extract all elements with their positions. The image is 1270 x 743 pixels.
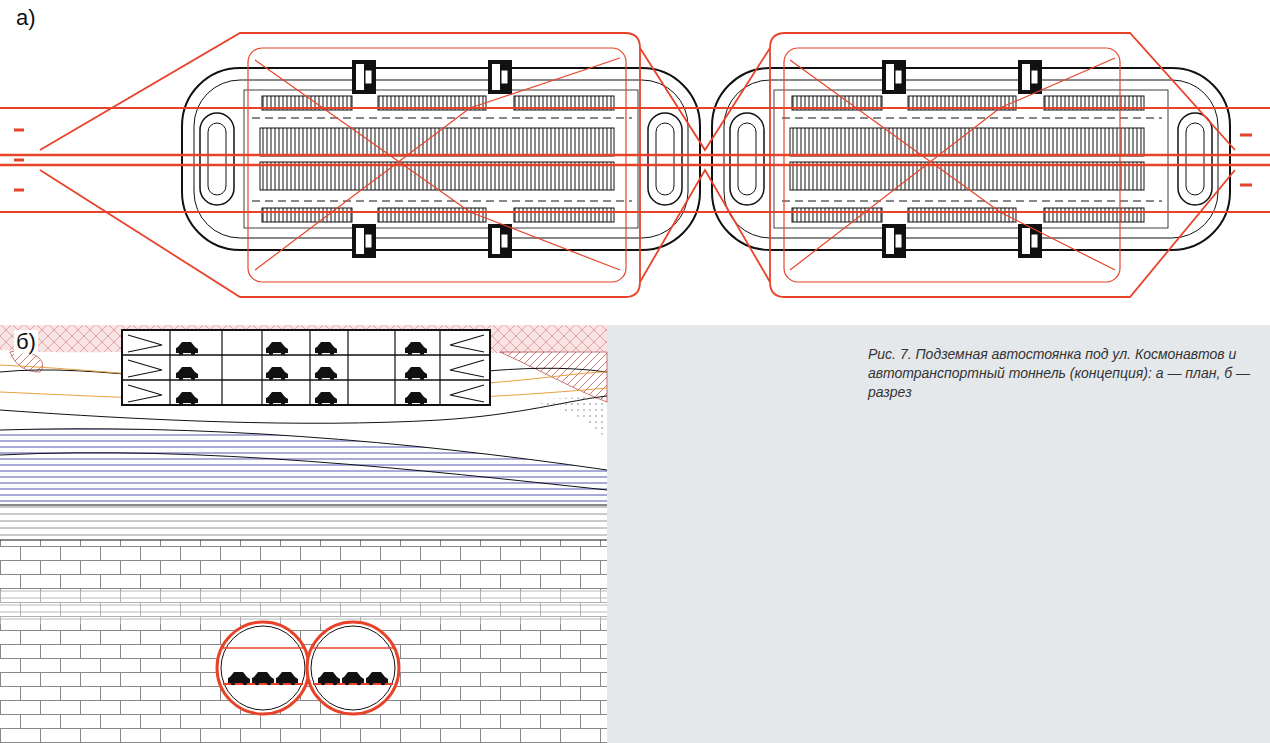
parking-section — [122, 330, 490, 405]
section-panel — [0, 325, 607, 743]
panel-label: а) — [14, 6, 38, 30]
plan-panel — [0, 0, 1270, 325]
tunnels — [217, 622, 399, 714]
road-lines — [0, 33, 1270, 297]
panel-label: б) — [14, 330, 38, 354]
figure-caption: Рис. 7. Подземная автостоянка под ул. Ко… — [868, 345, 1263, 402]
